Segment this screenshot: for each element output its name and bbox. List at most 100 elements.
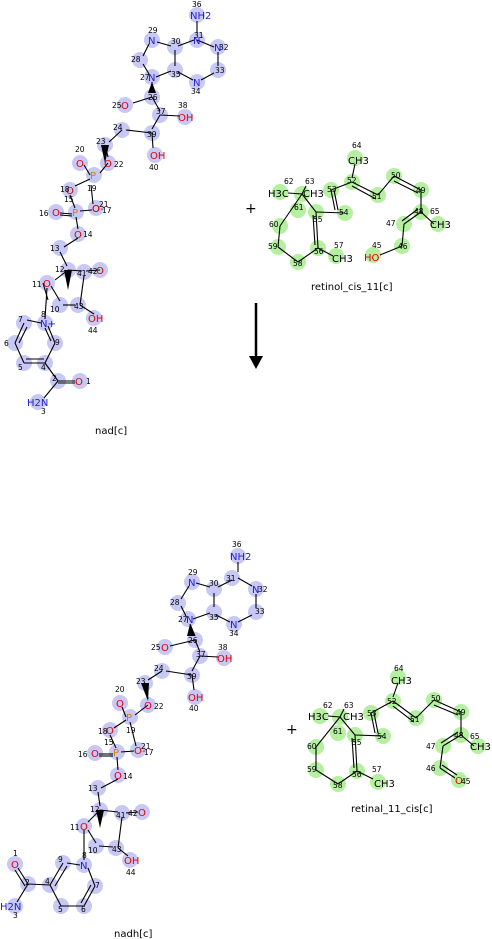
nad-oh44: OH	[88, 314, 103, 325]
nad-num-14: 14	[83, 230, 93, 239]
nadh-n27: N	[186, 615, 193, 626]
nad-num-25: 25	[112, 101, 122, 110]
nad-n8: N+	[40, 319, 56, 330]
nad-numbers: 36 31 32 33 34 30 35 29 28 27 26 25 37 3…	[4, 0, 229, 416]
retinal-num-50: 50	[431, 694, 441, 703]
nad-num-32: 32	[219, 43, 229, 52]
nadh-num-9: 9	[58, 855, 63, 864]
nadh-num-32: 32	[258, 585, 268, 594]
nadh-num-25: 25	[151, 643, 161, 652]
nadh-num-21: 21	[141, 742, 151, 751]
retinol-num-61: 61	[294, 203, 304, 212]
retinol-atoms: CH3 H3C CH3 CH3 CH3 HO	[268, 156, 451, 265]
nadh-atoms: NH2 N N N N O OH OH O P O O O- P O O O O…	[0, 552, 259, 913]
plus-sign-products: +	[286, 722, 298, 738]
retinal-num-62: 62	[323, 701, 333, 710]
nad-num-8: 8	[41, 310, 46, 319]
retinol-num-51: 51	[372, 192, 382, 201]
nadh-oh44: OH	[124, 856, 139, 867]
nadh-o11: O	[80, 822, 88, 833]
nad-num-29: 29	[148, 26, 158, 35]
nad-num-22: 22	[114, 160, 124, 169]
nad-o18: O	[66, 186, 74, 197]
nad-num-24: 24	[113, 123, 123, 132]
retinal-ch3-64: CH3	[391, 676, 412, 687]
nad-num-30: 30	[171, 37, 181, 46]
nadh-num-5: 5	[58, 905, 63, 914]
nad-num-9: 9	[55, 338, 60, 347]
nad-o25: O	[121, 101, 129, 112]
nadh-num-1: 1	[13, 849, 18, 858]
retinal-caption: retinal_11_cis[c]	[351, 804, 433, 815]
nad-num-31: 31	[194, 31, 204, 40]
nad-n34: N	[193, 78, 200, 89]
retinol-caption: retinol_cis_11[c]	[311, 282, 393, 293]
nad-p19: P	[90, 171, 96, 182]
nad-o20: O	[76, 159, 84, 170]
nad-o17: O	[92, 204, 100, 215]
nad-num-10: 10	[50, 305, 60, 314]
nadh-num-17: 17	[144, 748, 154, 757]
nadh-num-22: 22	[154, 702, 164, 711]
nad-o14: O	[74, 230, 82, 241]
retinol-oh45: HO	[364, 253, 380, 264]
retinol-numbers: 64 52 53 51 50 49 48 65 47 46 45 54 55 6…	[268, 141, 440, 268]
nadh-o16: O	[91, 749, 99, 760]
nad-h2n-label: H2N	[27, 398, 48, 409]
reaction-arrow	[249, 303, 263, 369]
nadh-oh40: OH	[188, 693, 203, 704]
nadh-bonds	[14, 562, 257, 907]
nadh-num-42: 42	[128, 809, 138, 818]
retinol-num-47: 47	[386, 219, 396, 228]
nad-num-28: 28	[131, 55, 141, 64]
retinal-num-52: 52	[387, 697, 397, 706]
retinal-numbers: 64 52 53 51 50 49 48 65 47 46 45 54 55 6…	[307, 664, 480, 790]
nadh-num-33: 33	[255, 607, 265, 616]
nadh-num-23: 23	[136, 677, 146, 686]
nadh-num-18: 18	[98, 727, 108, 736]
retinal-num-49: 49	[456, 708, 466, 717]
nadh-num-14: 14	[123, 772, 133, 781]
retinal-bonds	[315, 682, 475, 785]
nadh-p15: P	[113, 748, 119, 759]
retinol-num-54: 54	[339, 208, 349, 217]
nadh-num-34: 34	[229, 629, 239, 638]
retinol-num-59: 59	[268, 242, 278, 251]
nad-num-18: 18	[60, 185, 70, 194]
nad-o22: O	[104, 159, 112, 170]
retinal-num-60: 60	[307, 742, 317, 751]
retinal-num-47: 47	[426, 742, 436, 751]
retinal-num-51: 51	[410, 715, 420, 724]
retinal-atoms: CH3 H3C CH3 CH3 CH3 O	[308, 676, 491, 790]
nadh-num-44: 44	[126, 868, 136, 877]
retinol-num-45: 45	[372, 241, 382, 250]
retinal-num-46: 46	[426, 764, 436, 773]
nadh-n8: N	[80, 861, 87, 872]
nad-num-17: 17	[102, 206, 112, 215]
nad-o42: O	[96, 266, 104, 277]
nad-num-2: 2	[52, 374, 57, 383]
retinal-o45: O	[455, 776, 463, 787]
nadh-num-36: 36	[232, 540, 242, 549]
nad-num-44: 44	[88, 326, 98, 335]
nadh-o42: O	[138, 808, 146, 819]
nadh-num-43: 43	[112, 845, 122, 854]
nad-caption: nad[c]	[95, 426, 127, 437]
nadh-num-41: 41	[116, 811, 126, 820]
retinol-num-65: 65	[430, 207, 440, 216]
retinol-num-58: 58	[293, 259, 303, 268]
nad-num-12: 12	[55, 265, 65, 274]
nadh-o18: O	[106, 726, 114, 737]
nad-num-27: 27	[140, 73, 150, 82]
retinal-num-45: 45	[461, 777, 471, 786]
nadh-num-3: 3	[13, 911, 18, 920]
retinol-molecule: CH3 H3C CH3 CH3 CH3 HO 64 52 53 51 50 49…	[268, 141, 451, 293]
nadh-num-2: 2	[25, 878, 30, 887]
nadh-num-28: 28	[170, 598, 180, 607]
nadh-num-24: 24	[154, 664, 164, 673]
nad-n27: N	[148, 73, 155, 84]
retinol-ch3-57: CH3	[332, 254, 353, 265]
nad-num-34: 34	[191, 87, 201, 96]
nadh-oh38: OH	[217, 654, 232, 665]
retinol-num-49: 49	[416, 186, 426, 195]
